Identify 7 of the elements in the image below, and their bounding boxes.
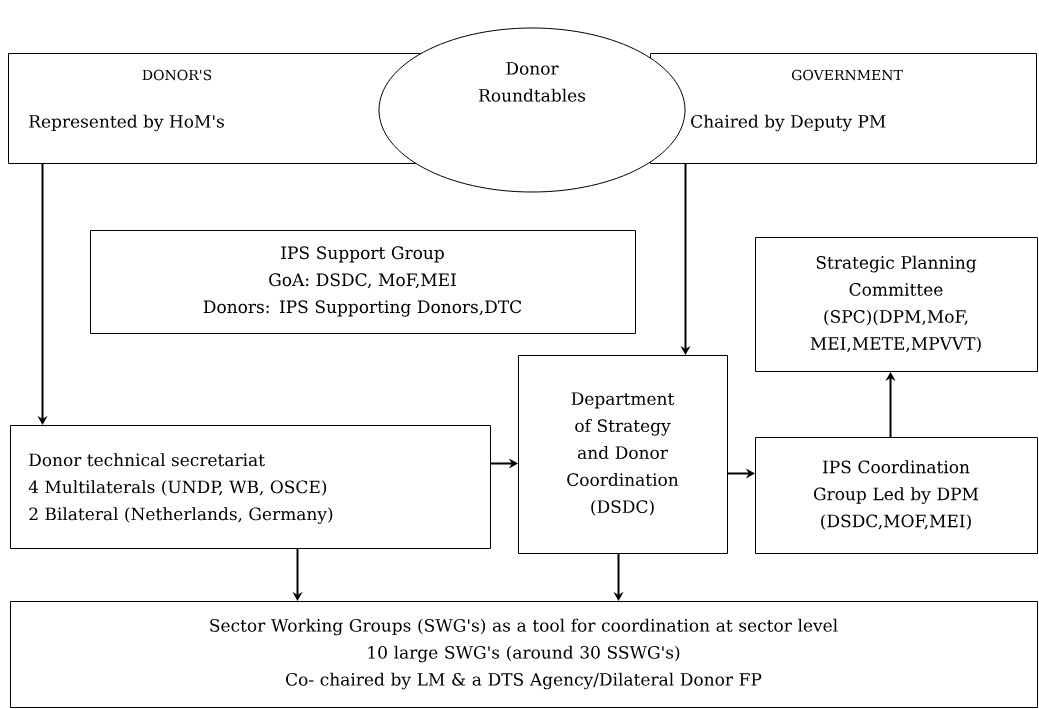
process-box: Donor technical secretariat 4 Multilaterals (UNDP, WB, OSCE) 2 Bilateral (Netherlands, Germany)	[10, 425, 491, 549]
process-box: Strategic Planning Committee (SPC)(DPM,MoF, MEI,METE,MPVVT)	[755, 237, 1038, 372]
process-box: Sector Working Groups (SWG's) as a tool for coordination at sector level 10 large SWG's (around 30 SSWG's) Co- chaired by LM & a DTS Agency/Dilateral Donor FP	[10, 601, 1038, 708]
process-box: IPS Coordination Group Led by DPM (DSDC,MOF,MEI)	[755, 437, 1038, 554]
header-box: GOVERNMENT Chaired by Deputy PM	[650, 53, 1037, 164]
process-box: IPS Support Group GoA: DSDC, MoF,MEI Donors: IPS Supporting Donors,DTC	[90, 230, 636, 334]
process-box: Department of Strategy and Donor Coordination (DSDC)	[518, 355, 728, 554]
